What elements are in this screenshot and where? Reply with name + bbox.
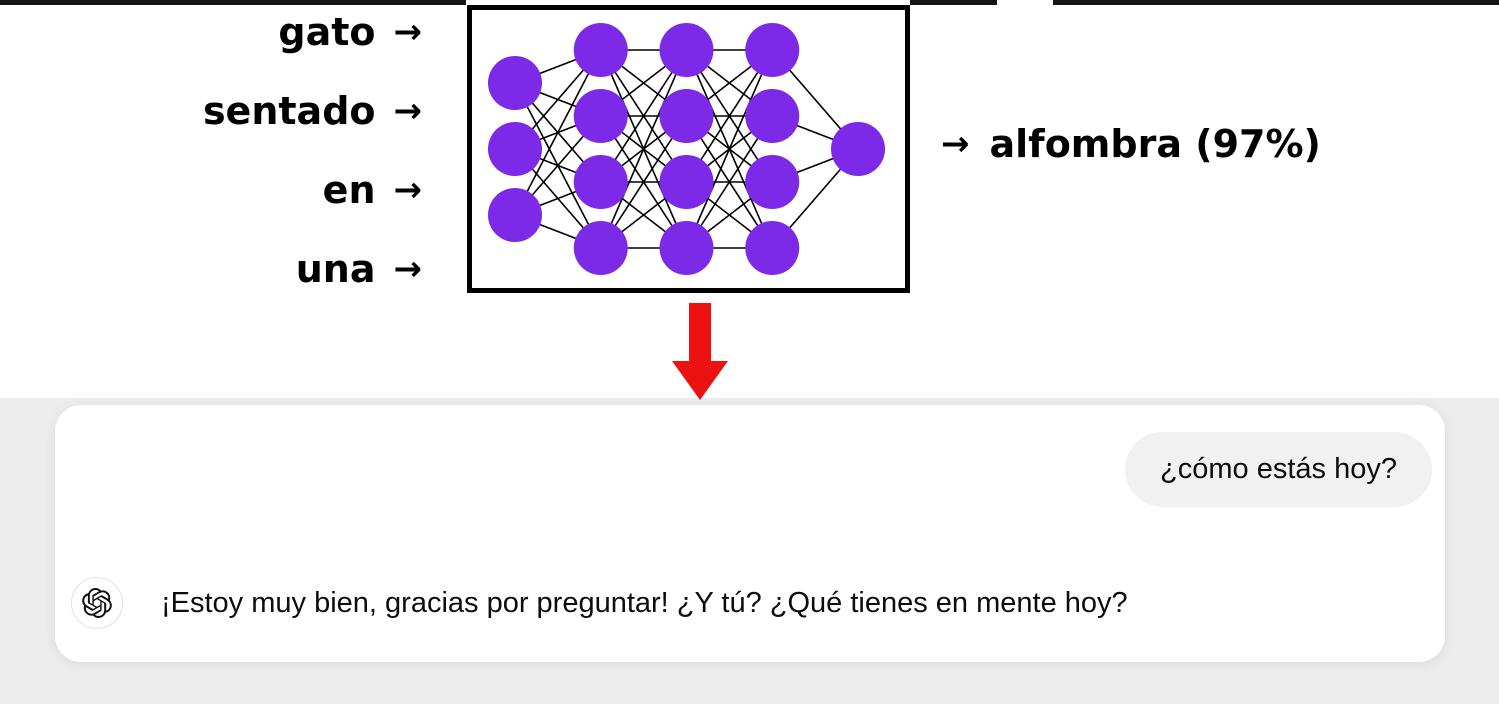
input-word-row: sentado → — [120, 87, 422, 135]
output-word-label: alfombra (97%) — [989, 122, 1321, 166]
network-svg — [488, 23, 885, 275]
right-arrow-icon: → — [393, 12, 423, 52]
red-down-arrow-shape — [672, 303, 728, 400]
assistant-message-text: ¡Estoy muy bien, gracias por preguntar! … — [161, 586, 1128, 619]
right-arrow-icon: → — [393, 91, 423, 131]
top-edge-line — [1053, 0, 1499, 5]
openai-logo-icon — [82, 588, 112, 618]
right-arrow-icon: → — [393, 170, 423, 210]
input-word-row: una → — [120, 245, 422, 293]
chat-card: ¿cómo estás hoy? ¡Estoy muy bien, gracia… — [55, 405, 1445, 662]
right-arrow-icon: → — [941, 124, 970, 164]
neural-network-box — [467, 5, 910, 293]
user-message-bubble: ¿cómo estás hoy? — [1125, 432, 1432, 507]
input-word-label: una — [295, 247, 376, 291]
input-word-label: gato — [278, 10, 376, 54]
right-arrow-icon: → — [393, 249, 423, 289]
assistant-avatar — [71, 577, 123, 629]
input-word-row: gato → — [120, 8, 422, 56]
input-word-label: sentado — [202, 89, 376, 133]
top-edge-line — [910, 0, 997, 5]
input-words: gato → sentado → en → una → — [120, 8, 422, 324]
input-word-row: en → — [120, 166, 422, 214]
red-down-arrow-icon — [672, 303, 728, 400]
top-edge-line — [0, 0, 466, 5]
input-word-label: en — [322, 168, 376, 212]
output-label-row: → alfombra (97%) — [941, 122, 1321, 166]
assistant-message-row: ¡Estoy muy bien, gracias por preguntar! … — [71, 577, 1128, 629]
